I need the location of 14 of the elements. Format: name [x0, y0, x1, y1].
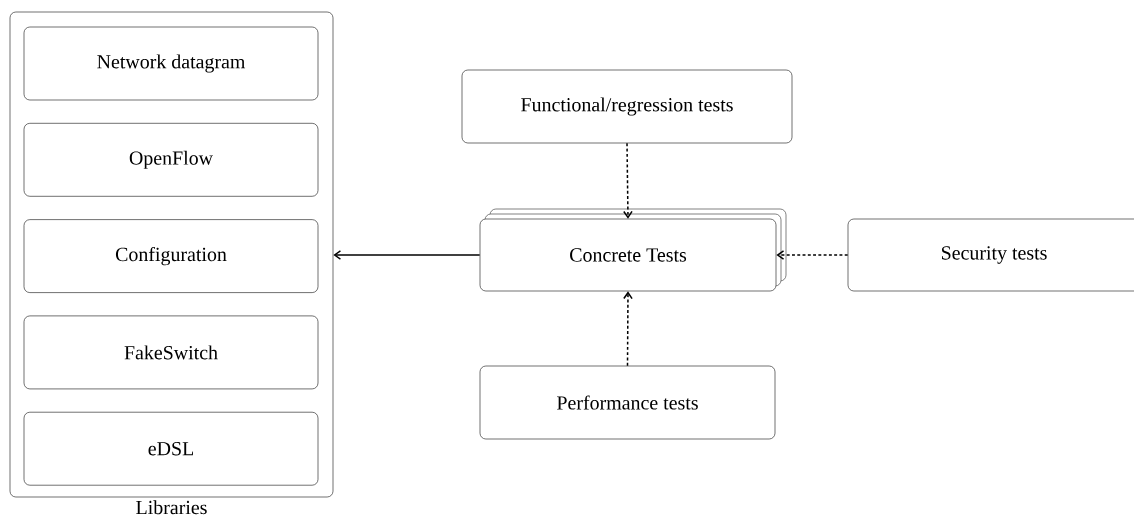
- arrow: [623, 291, 633, 367]
- stacked-box: Concrete Tests: [479, 208, 787, 292]
- process-box: Performance tests: [479, 365, 776, 440]
- process-box: eDSL: [23, 411, 319, 486]
- process-box: Configuration: [23, 219, 319, 293]
- node-label: Libraries: [136, 500, 207, 515]
- arrow: [776, 250, 849, 260]
- process-box: Network datagram: [23, 26, 319, 101]
- arrow: [333, 250, 481, 260]
- process-box: OpenFlow: [23, 122, 319, 197]
- process-box: FakeSwitch: [23, 315, 319, 390]
- arrow: [623, 142, 633, 219]
- process-box: Security tests: [847, 218, 1134, 292]
- process-box: Functional/regression tests: [461, 69, 793, 144]
